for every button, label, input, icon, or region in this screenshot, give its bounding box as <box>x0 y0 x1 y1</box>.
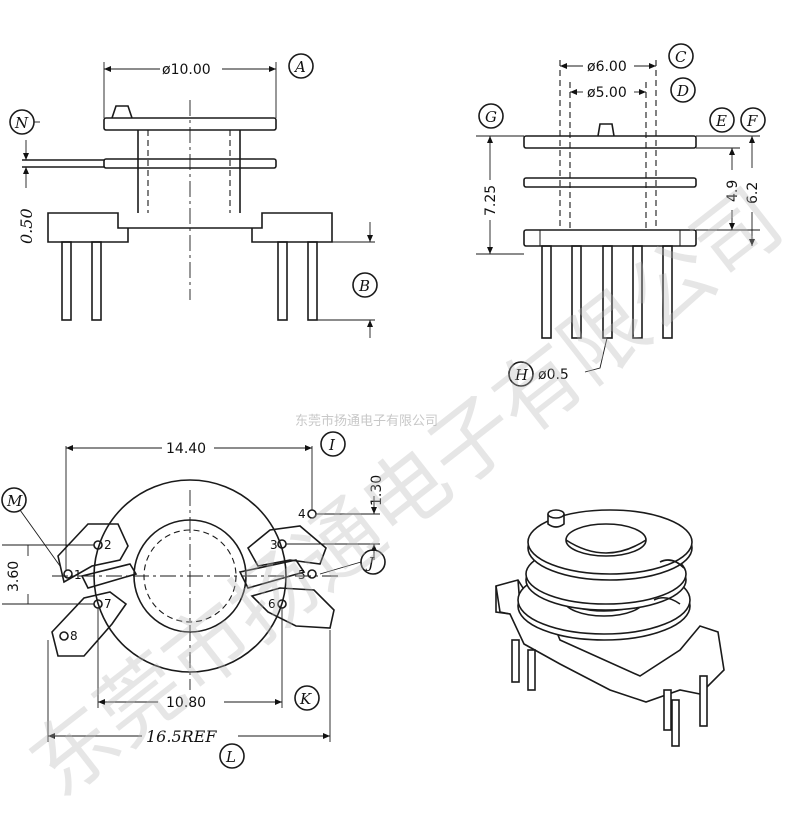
pin-label-2: 2 <box>104 538 112 552</box>
callout-e: E <box>715 112 727 130</box>
side-dim-outer: ø6.00 <box>587 59 627 75</box>
pin-label-8: 8 <box>70 629 78 643</box>
callout-g: G <box>485 108 497 126</box>
bottom-right-tab-upper <box>246 525 327 567</box>
pin-label-1: 1 <box>74 568 82 582</box>
bottom-left-tab-upper <box>57 523 129 584</box>
callout-f: F <box>746 112 758 130</box>
side-dim-height-right: 6.2 <box>745 182 761 204</box>
callout-l: L <box>225 748 236 766</box>
bottom-view <box>1 431 386 769</box>
callout-h: H <box>514 366 529 384</box>
side-dim-inner: ø5.00 <box>587 85 627 101</box>
side-mid-flange <box>523 177 697 188</box>
callout-m: M <box>6 492 23 510</box>
callout-i: I <box>328 436 336 454</box>
pin-label-7: 7 <box>104 597 112 611</box>
pin-label-3: 3 <box>270 538 278 552</box>
side-dim-pin: ø0.5 <box>538 367 569 383</box>
watermark-company: 东莞市扬通电子有限公司 <box>12 170 800 816</box>
front-dim-thickness: 0.50 <box>17 208 36 244</box>
bottom-right-tab-lower <box>250 587 335 629</box>
front-top-nub <box>111 105 133 119</box>
side-top-flange <box>523 135 697 149</box>
company-name-small: 东莞市扬通电子有限公司 <box>295 413 438 429</box>
bottom-dim-overall: 16.5REF <box>146 727 217 746</box>
side-view <box>476 43 766 387</box>
callout-n: N <box>14 114 29 132</box>
isometric-view <box>495 509 725 747</box>
callout-d: D <box>676 82 689 100</box>
callout-a: A <box>293 58 306 76</box>
front-pin <box>277 241 288 321</box>
callout-b: B <box>358 277 370 295</box>
bottom-dim-width: 14.40 <box>166 441 206 457</box>
pin-label-5: 5 <box>298 568 306 582</box>
callout-j: J <box>365 554 375 572</box>
front-pin <box>307 241 318 321</box>
pin-label-4: 4 <box>298 507 306 521</box>
side-dim-height-mid: 4.9 <box>725 180 741 202</box>
front-pin <box>61 241 72 321</box>
bottom-dim-pitch: 10.80 <box>166 695 206 711</box>
front-view <box>9 53 378 338</box>
side-dim-height-left: 7.25 <box>483 185 499 216</box>
front-pin <box>91 241 102 321</box>
callout-c: C <box>675 48 687 66</box>
pin-label-6: 6 <box>268 597 276 611</box>
bottom-dim-side: 3.60 <box>6 561 22 592</box>
front-dim-diameter: ø10.00 <box>162 62 211 78</box>
bottom-left-tab-lower <box>51 591 128 657</box>
bottom-dim-small: 1.30 <box>369 475 385 506</box>
callout-k: K <box>299 690 312 708</box>
